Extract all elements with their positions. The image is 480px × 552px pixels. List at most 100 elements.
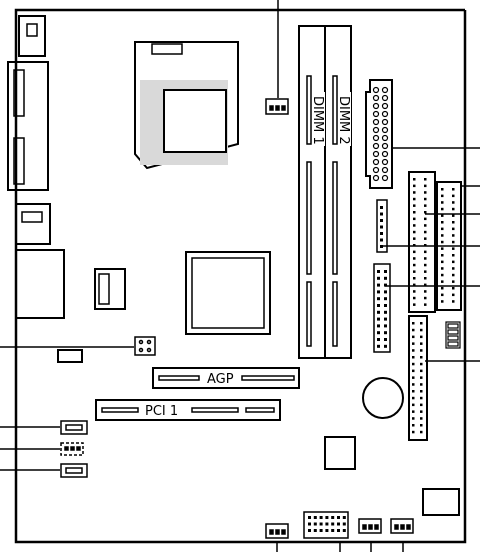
bottom-fan-header-right bbox=[390, 518, 414, 534]
connector-pin bbox=[441, 221, 444, 224]
four-pin-header bbox=[134, 336, 156, 356]
connector-pin bbox=[384, 344, 387, 348]
connector-pin bbox=[441, 273, 444, 277]
usb-connector bbox=[15, 203, 51, 245]
connector-pin bbox=[412, 362, 415, 366]
connector-pin bbox=[384, 324, 387, 328]
connector-pin bbox=[452, 293, 455, 297]
connector-pin bbox=[452, 188, 455, 191]
connector-pin bbox=[413, 217, 416, 221]
audio-connector bbox=[15, 249, 65, 319]
connector-pin bbox=[377, 310, 380, 314]
connector-pin bbox=[413, 197, 416, 201]
connector-pin bbox=[342, 522, 346, 526]
connector-pin bbox=[452, 287, 455, 290]
connector-pin bbox=[372, 110, 380, 118]
connector-pin bbox=[452, 247, 455, 250]
connector-pin bbox=[412, 417, 415, 420]
connector-pin bbox=[337, 516, 340, 519]
board-outline bbox=[14, 8, 467, 544]
connector-pin bbox=[381, 166, 389, 174]
connector-pin bbox=[342, 529, 346, 532]
connector-pin bbox=[412, 335, 415, 339]
connector-pin bbox=[412, 403, 415, 407]
connector-pin bbox=[380, 238, 383, 242]
connector-pin bbox=[380, 232, 383, 235]
connector-pin bbox=[372, 134, 380, 142]
connector-pin bbox=[413, 303, 416, 306]
connector-pin bbox=[384, 297, 387, 301]
connector-pin bbox=[384, 270, 387, 273]
connector-pin bbox=[384, 276, 387, 280]
connector-pin bbox=[413, 244, 416, 247]
connector-pin bbox=[413, 191, 416, 194]
front-panel-header-top bbox=[376, 199, 388, 253]
connector-pin bbox=[452, 234, 455, 237]
connector-pin bbox=[377, 297, 380, 301]
connector-pin bbox=[412, 430, 415, 434]
rear-io-panel bbox=[7, 15, 65, 319]
connector-pin bbox=[413, 224, 416, 227]
connector-pin bbox=[377, 317, 380, 321]
connector-pin bbox=[384, 317, 387, 321]
connector-pin bbox=[420, 403, 423, 407]
connector-pin bbox=[441, 293, 444, 297]
connector-pin bbox=[412, 356, 415, 359]
connector-pin bbox=[380, 212, 383, 216]
connector-pin bbox=[424, 230, 427, 234]
connector-pin bbox=[308, 516, 311, 519]
clock-chip bbox=[94, 268, 126, 310]
connector-pin bbox=[413, 250, 416, 254]
connector-pin bbox=[452, 273, 455, 277]
connector-pin bbox=[441, 247, 444, 250]
connector-pin bbox=[441, 287, 444, 290]
connector-pin bbox=[372, 174, 380, 182]
cpu-fan-header bbox=[265, 98, 289, 115]
connector-pin bbox=[377, 270, 380, 273]
connector-pin bbox=[380, 245, 383, 248]
connector-pin bbox=[381, 134, 389, 142]
connector-pin bbox=[412, 410, 415, 413]
connector-pin bbox=[452, 300, 455, 303]
connector-pin bbox=[412, 328, 415, 332]
connector-pin bbox=[380, 219, 383, 222]
connector-pin bbox=[452, 207, 455, 211]
connector-pin bbox=[384, 283, 387, 287]
connector-pin bbox=[331, 516, 335, 519]
connector-pin bbox=[441, 227, 444, 231]
connector-pin bbox=[424, 303, 427, 306]
connector-pin bbox=[424, 270, 427, 273]
connector-pin bbox=[413, 211, 416, 214]
connector-pin bbox=[424, 257, 427, 260]
connector-pin bbox=[441, 240, 444, 244]
connector-pin bbox=[413, 263, 416, 267]
connector-pin bbox=[313, 522, 317, 526]
connector-pin bbox=[377, 304, 380, 307]
connector-pin bbox=[413, 184, 416, 188]
connector-pin bbox=[372, 118, 380, 126]
dimm-1-label: DIMM 1 bbox=[310, 96, 325, 145]
floppy-connector bbox=[408, 315, 428, 441]
dimm-2-label-bg bbox=[339, 92, 351, 146]
connector-pin bbox=[377, 290, 380, 294]
bios-chip bbox=[422, 488, 460, 516]
connector-pin bbox=[441, 300, 444, 303]
connector-pin bbox=[452, 280, 455, 283]
connector-pin bbox=[319, 522, 323, 526]
connector-pin bbox=[377, 276, 380, 280]
ide-connector-primary bbox=[408, 171, 436, 313]
front-panel-header-mid bbox=[373, 263, 391, 353]
connector-pin bbox=[325, 529, 329, 532]
dimm-2-label: DIMM 2 bbox=[336, 96, 351, 145]
connector-pin bbox=[452, 194, 455, 198]
small-chip bbox=[57, 349, 83, 363]
connector-pin bbox=[372, 142, 380, 150]
connector-pin bbox=[331, 522, 335, 526]
connector-pin bbox=[384, 304, 387, 307]
bottom-fan-header-mid bbox=[358, 518, 382, 534]
connector-pin bbox=[381, 118, 389, 126]
connector-pin bbox=[337, 529, 340, 532]
connector-pin bbox=[420, 328, 423, 332]
connector-pin bbox=[342, 516, 346, 519]
